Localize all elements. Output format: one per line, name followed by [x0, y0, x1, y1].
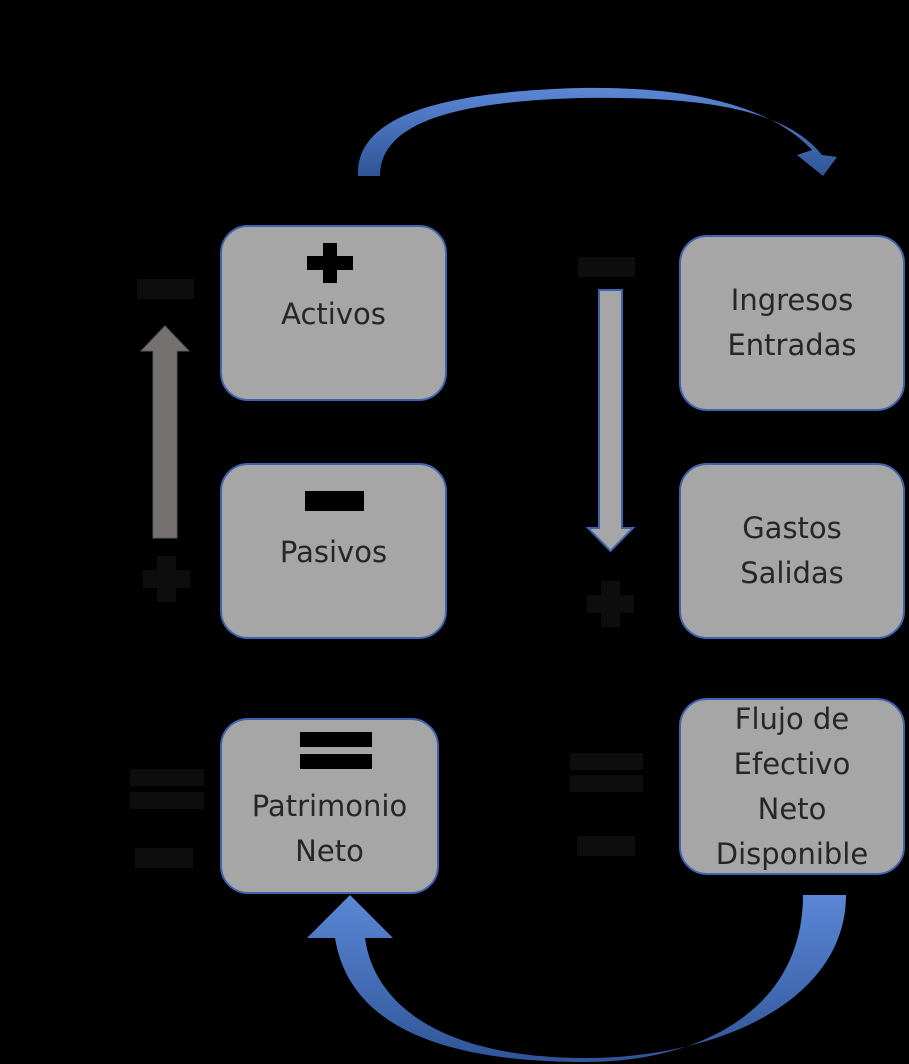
- up-arrow-icon: [139, 325, 191, 539]
- minus-sign-icon: [305, 491, 364, 511]
- pasivos-label: Pasivos: [279, 534, 388, 569]
- flujo-label-line4: Disponible: [715, 836, 869, 871]
- ingresos-label-line2: Entradas: [727, 328, 857, 362]
- plus-sign-icon: [307, 243, 353, 283]
- gastos-salidas-box: Gastos Salidas: [679, 463, 905, 639]
- patrimonio-neto-box: Patrimonio Neto: [220, 718, 439, 894]
- right-plus-sign-icon: [587, 581, 634, 627]
- activos-label: Activos: [281, 296, 386, 331]
- flujo-label-line1: Flujo de: [734, 701, 850, 736]
- left-equals-sign-icon: [130, 769, 204, 809]
- right-bottom-minus-sign-icon: [577, 836, 635, 856]
- flujo-label-line3: Neto: [757, 791, 827, 826]
- right-minus-sign-icon: [578, 257, 635, 277]
- bottom-curved-arrow-icon: [307, 895, 846, 1062]
- pasivos-box: Pasivos: [220, 463, 447, 639]
- flujo-efectivo-box: Flujo de Efectivo Neto Disponible: [679, 698, 905, 875]
- patrimonio-label-line2: Neto: [295, 834, 364, 868]
- flujo-label-line2: Efectivo: [733, 746, 851, 781]
- patrimonio-label-line1: Patrimonio: [251, 789, 408, 823]
- right-equals-sign-icon: [570, 753, 643, 792]
- gastos-label-line1: Gastos: [742, 511, 842, 545]
- left-minus-sign-icon: [137, 279, 194, 299]
- left-plus-sign-icon: [143, 556, 190, 602]
- down-arrow-icon: [585, 289, 636, 553]
- left-bottom-minus-sign-icon: [135, 848, 193, 868]
- gastos-label-line2: Salidas: [740, 556, 844, 590]
- activos-box: Activos: [220, 225, 447, 401]
- ingresos-label-line1: Ingresos: [730, 283, 854, 317]
- equals-sign-icon: [300, 732, 372, 769]
- top-curved-arrow-icon: [357, 87, 837, 176]
- ingresos-entradas-box: Ingresos Entradas: [679, 235, 905, 411]
